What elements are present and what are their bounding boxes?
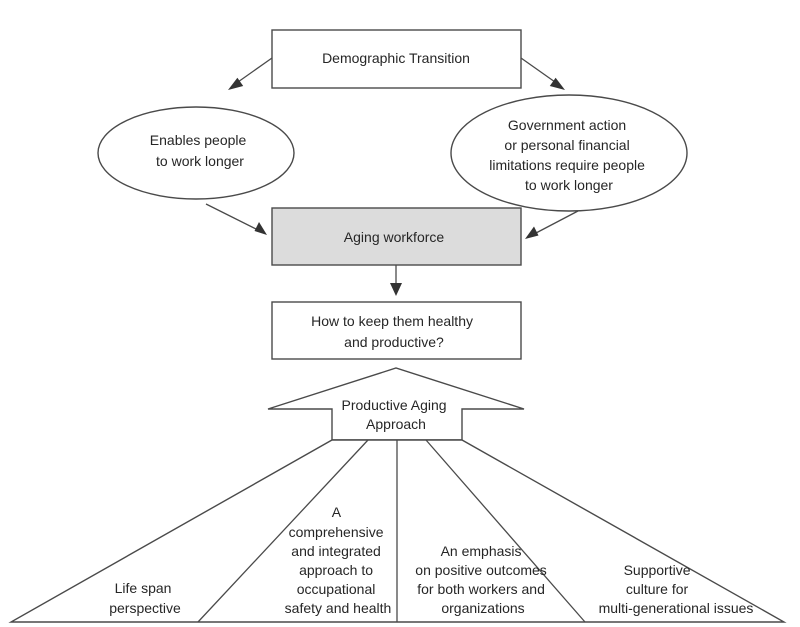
approach-line-2: Approach bbox=[366, 416, 426, 432]
healthy-productive-line-2: and productive? bbox=[344, 334, 444, 350]
arrow-head-top-to-left bbox=[228, 77, 244, 90]
pillar-comprehensive-line-1: A bbox=[332, 504, 342, 520]
pillar-comprehensive: A comprehensive and integrated approach … bbox=[285, 504, 392, 616]
arrow-line-left-to-aging bbox=[205, 203, 257, 230]
pillar-life-span-line-1: Life span bbox=[115, 580, 172, 596]
aging-workforce-label: Aging workforce bbox=[344, 229, 445, 245]
pillar-comprehensive-line-3: and integrated bbox=[291, 543, 381, 559]
svg-text:Government action or per: Government action or personal financial … bbox=[489, 117, 649, 193]
pillar-divider-1 bbox=[197, 439, 369, 623]
pillar-positive-line-1: An emphasis bbox=[441, 543, 522, 559]
arrow-head-top-to-right bbox=[549, 77, 565, 90]
pillar-positive-outcomes: An emphasis on positive outcomes for bot… bbox=[415, 543, 550, 616]
work-longer-ellipse: Enables people to work longer bbox=[97, 106, 295, 200]
pillar-supportive-culture: Supportive culture for multi-generationa… bbox=[599, 562, 754, 616]
government-action-line-1: Government action bbox=[508, 117, 626, 133]
svg-text:Productive Aging Approac: Productive Aging Approach bbox=[342, 397, 451, 432]
aging-workforce-box: Aging workforce bbox=[271, 207, 522, 266]
arrow-head-right-to-aging bbox=[525, 226, 539, 239]
arrow-head-left-to-aging bbox=[254, 222, 267, 235]
healthy-productive-line-1: How to keep them healthy bbox=[311, 313, 473, 329]
productive-aging-approach-arrow: Productive Aging Approach bbox=[267, 367, 525, 441]
government-action-ellipse: Government action or personal financial … bbox=[450, 94, 688, 212]
pillar-comprehensive-line-5: occupational bbox=[297, 581, 376, 597]
pillar-positive-line-2: on positive outcomes bbox=[415, 562, 547, 578]
pillar-supportive-line-3: multi-generational issues bbox=[599, 600, 754, 616]
pillar-supportive-line-1: Supportive bbox=[624, 562, 691, 578]
work-longer-line-2: to work longer bbox=[156, 153, 244, 169]
connector-arrows bbox=[205, 57, 579, 296]
pillar-comprehensive-line-6: safety and health bbox=[285, 600, 392, 616]
pillar-life-span: Life span perspective bbox=[109, 580, 181, 616]
pillar-positive-line-4: organizations bbox=[441, 600, 524, 616]
government-action-line-4: to work longer bbox=[525, 177, 613, 193]
government-action-line-3: limitations require people bbox=[489, 157, 645, 173]
pillar-life-span-line-2: perspective bbox=[109, 600, 181, 616]
svg-text:How to keep them healthy: How to keep them healthy and productive? bbox=[311, 313, 477, 350]
svg-text:Enables people to work l: Enables people to work longer bbox=[150, 132, 250, 169]
arrow-line-top-to-left bbox=[237, 57, 273, 83]
pillar-positive-line-3: for both workers and bbox=[417, 581, 545, 597]
pillar-supportive-line-2: culture for bbox=[626, 581, 689, 597]
pillar-divider-3 bbox=[425, 439, 586, 623]
arrow-head-aging-to-question bbox=[390, 283, 402, 296]
government-action-line-2: or personal financial bbox=[504, 137, 629, 153]
work-longer-line-1: Enables people bbox=[150, 132, 247, 148]
pillar-comprehensive-line-4: approach to bbox=[299, 562, 373, 578]
pillar-comprehensive-line-2: comprehensive bbox=[289, 524, 384, 540]
demographic-transition-label: Demographic Transition bbox=[322, 50, 470, 66]
arrow-line-right-to-aging bbox=[535, 210, 579, 234]
approach-line-1: Productive Aging bbox=[342, 397, 447, 413]
arrow-line-top-to-right bbox=[520, 57, 556, 83]
pillar-fan bbox=[8, 439, 787, 623]
demographic-transition-box: Demographic Transition bbox=[271, 29, 522, 89]
healthy-productive-box: How to keep them healthy and productive? bbox=[271, 301, 522, 360]
